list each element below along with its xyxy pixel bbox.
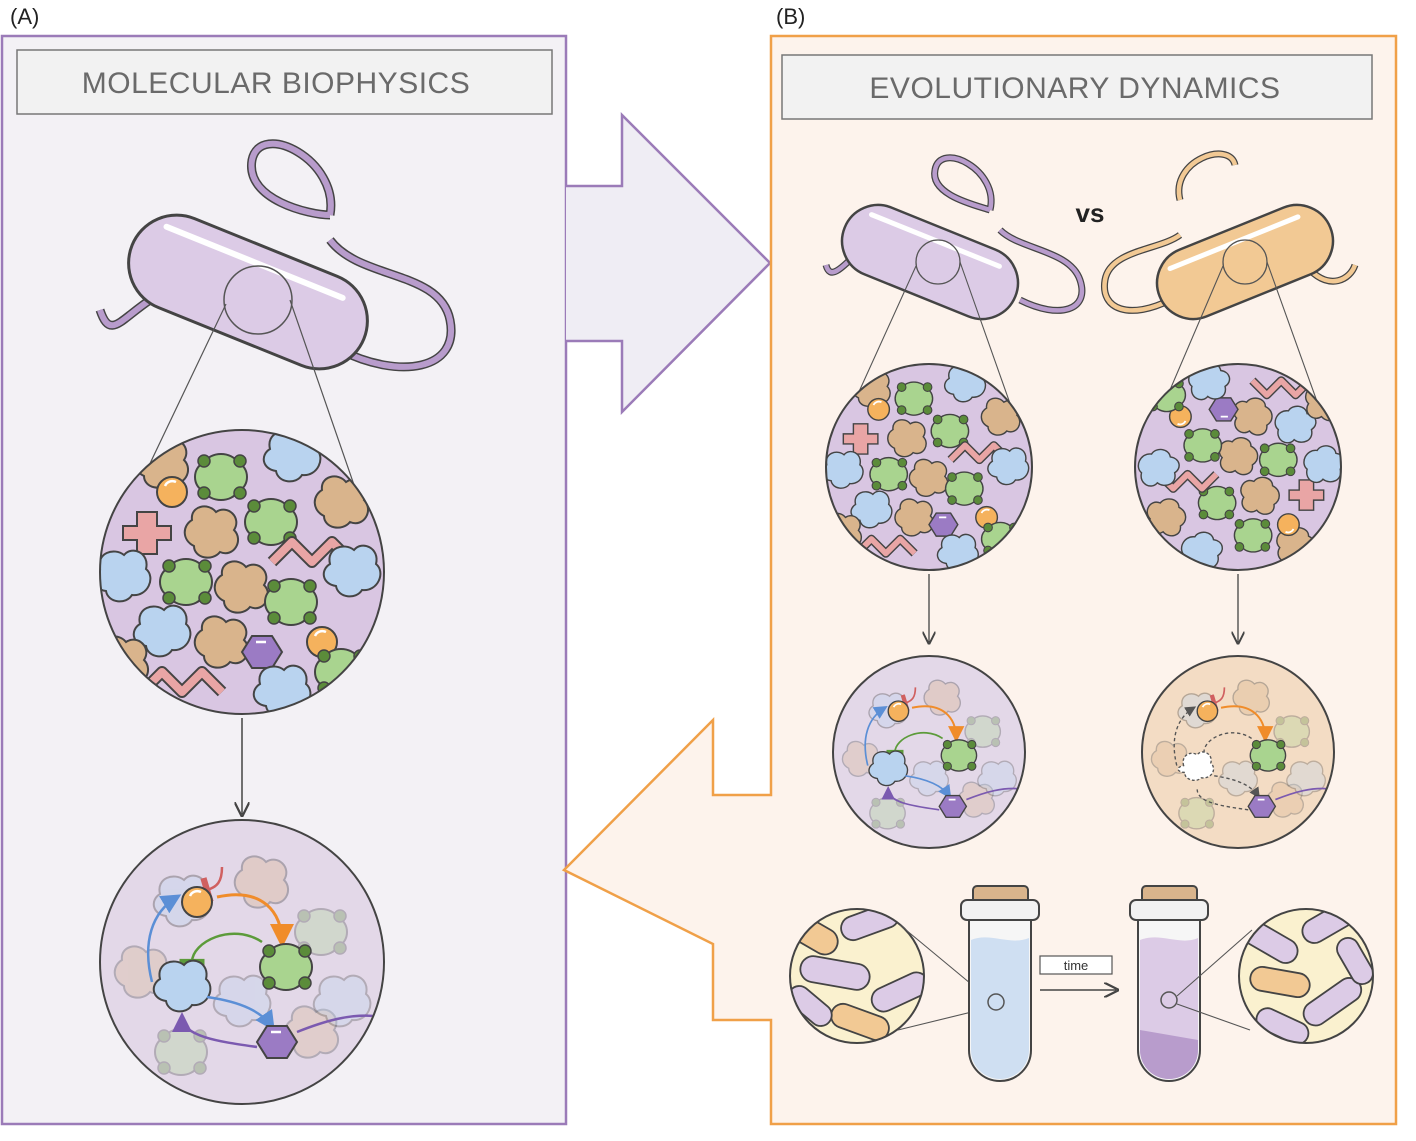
panel-b-letter: (B) bbox=[776, 4, 805, 29]
panel-a-title: MOLECULAR BIOPHYSICS bbox=[82, 67, 470, 100]
panel-b-title: EVOLUTIONARY DYNAMICS bbox=[869, 72, 1280, 105]
panel-b-title-box bbox=[781, 54, 1373, 120]
panel-a-title-box bbox=[16, 49, 553, 115]
right-test-tube bbox=[1129, 885, 1209, 1082]
panel-b-purple-network-circle bbox=[832, 655, 1026, 849]
time-label: time bbox=[1064, 958, 1089, 973]
panel-b-purple-crowd-circle bbox=[825, 363, 1033, 571]
arrow-a-to-b bbox=[566, 111, 772, 416]
panel-a-bacterium bbox=[95, 139, 456, 561]
panel-b-orange-network-circle bbox=[1141, 655, 1335, 849]
panel-b-orange-crowd-circle bbox=[1134, 363, 1342, 571]
panel-b-orange-bacterium bbox=[1100, 150, 1359, 461]
panel-a-network-circle bbox=[99, 819, 385, 1105]
left-test-tube bbox=[960, 885, 1040, 1082]
time-arrow: time bbox=[1039, 955, 1116, 990]
panel-a-letter: (A) bbox=[10, 4, 39, 29]
vs-label: vs bbox=[1076, 198, 1105, 228]
panel-b-purple-bacterium bbox=[822, 154, 1086, 461]
panel-a-crowd-circle bbox=[99, 429, 385, 715]
